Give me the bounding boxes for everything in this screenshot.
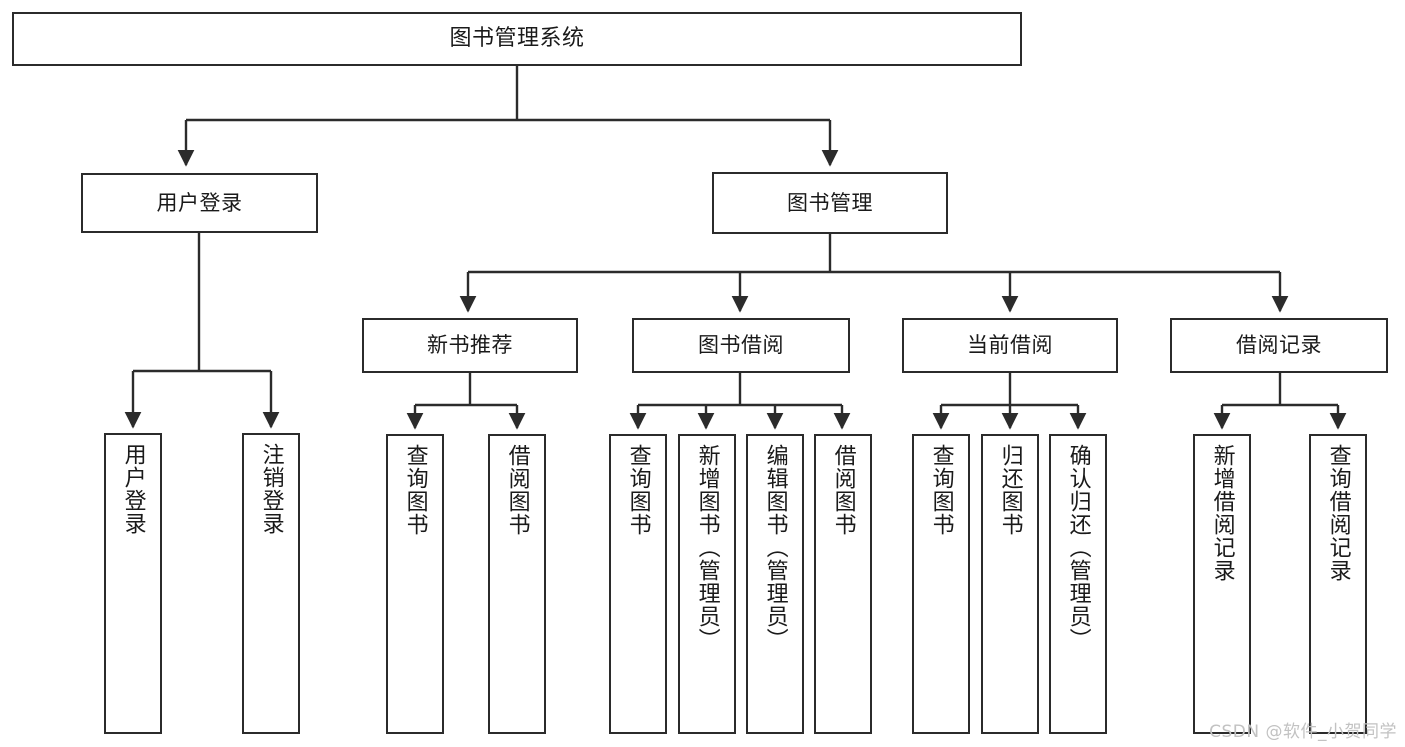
leaf-user-login-login[interactable]: 用户登录 xyxy=(104,433,162,734)
node-label: 用户登录 xyxy=(120,443,146,535)
node-book-management[interactable]: 图书管理 xyxy=(712,172,948,234)
node-label: 当前借阅 xyxy=(967,333,1053,358)
node-new-book-recommend[interactable]: 新书推荐 xyxy=(362,318,578,373)
node-label: 查询图书 xyxy=(928,444,954,536)
leaf-record-query-record[interactable]: 查询借阅记录 xyxy=(1309,434,1367,734)
node-label: 编辑图书（管理员） xyxy=(762,444,788,651)
node-book-borrow[interactable]: 图书借阅 xyxy=(632,318,850,373)
node-label: 图书管理系统 xyxy=(449,26,585,52)
node-label: 确认归还（管理员） xyxy=(1065,444,1091,651)
node-user-login[interactable]: 用户登录 xyxy=(81,173,318,233)
node-label: 新书推荐 xyxy=(427,333,513,358)
leaf-borrow-add-book-admin[interactable]: 新增图书（管理员） xyxy=(678,434,736,734)
node-label: 图书管理 xyxy=(787,190,873,215)
node-label: 注销登录 xyxy=(258,443,284,535)
node-label: 归还图书 xyxy=(997,444,1023,536)
leaf-recommend-borrow-book[interactable]: 借阅图书 xyxy=(488,434,546,734)
node-label: 借阅图书 xyxy=(504,444,530,536)
leaf-record-add-record[interactable]: 新增借阅记录 xyxy=(1193,434,1251,734)
node-borrow-record[interactable]: 借阅记录 xyxy=(1170,318,1388,373)
leaf-current-confirm-return-admin[interactable]: 确认归还（管理员） xyxy=(1049,434,1107,734)
node-label: 查询图书 xyxy=(625,444,651,536)
csdn-watermark: CSDN @软件_小贺同学 xyxy=(1209,722,1397,742)
leaf-current-return-book[interactable]: 归还图书 xyxy=(981,434,1039,734)
node-label: 新增借阅记录 xyxy=(1209,444,1235,582)
node-label: 借阅图书 xyxy=(830,444,856,536)
leaf-current-query-book[interactable]: 查询图书 xyxy=(912,434,970,734)
leaf-user-login-logout[interactable]: 注销登录 xyxy=(242,433,300,734)
node-label: 用户登录 xyxy=(156,190,243,215)
leaf-borrow-edit-book-admin[interactable]: 编辑图书（管理员） xyxy=(746,434,804,734)
leaf-borrow-query-book[interactable]: 查询图书 xyxy=(609,434,667,734)
node-root-system[interactable]: 图书管理系统 xyxy=(12,12,1022,66)
node-label: 新增图书（管理员） xyxy=(694,444,720,651)
node-label: 查询图书 xyxy=(402,444,428,536)
node-label: 借阅记录 xyxy=(1236,333,1322,358)
leaf-borrow-borrow-book[interactable]: 借阅图书 xyxy=(814,434,872,734)
node-current-borrow[interactable]: 当前借阅 xyxy=(902,318,1118,373)
node-label: 查询借阅记录 xyxy=(1325,444,1351,582)
leaf-recommend-query-book[interactable]: 查询图书 xyxy=(386,434,444,734)
node-label: 图书借阅 xyxy=(698,333,784,358)
